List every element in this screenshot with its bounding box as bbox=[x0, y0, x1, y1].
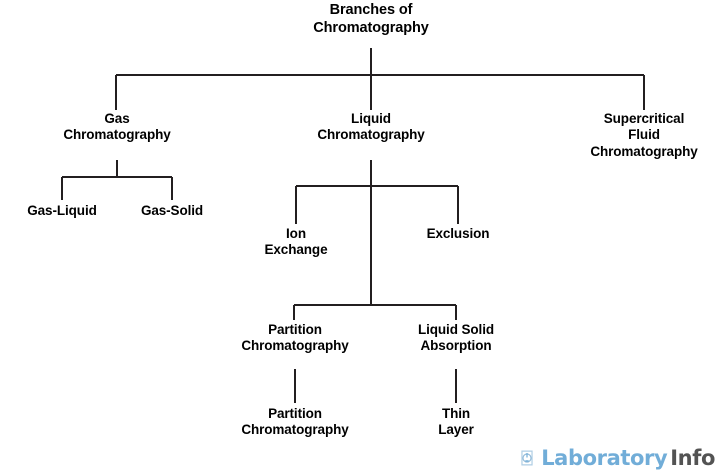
node-supercritical-fluid-chromatography: Supercritical Fluid Chromatography bbox=[590, 111, 698, 159]
node-gas-liquid: Gas-Liquid bbox=[27, 203, 97, 218]
flask-logo-icon bbox=[521, 450, 533, 466]
node-liquid-chromatography: Liquid Chromatography bbox=[317, 111, 425, 143]
node-ion-exchange: Ion Exchange bbox=[264, 226, 328, 258]
node-partition-chromatography-leaf: Partition Chromatography bbox=[241, 406, 349, 438]
node-exclusion: Exclusion bbox=[426, 226, 490, 241]
node-gas-chromatography: Gas Chromatography bbox=[63, 111, 171, 143]
node-thin-layer: Thin Layer bbox=[438, 406, 474, 438]
node-root: Branches of Chromatography bbox=[313, 2, 429, 36]
node-liquid-solid-absorption: Liquid Solid Absorption bbox=[417, 322, 495, 354]
watermark-brand-primary: Laboratory bbox=[541, 446, 668, 470]
node-partition-chromatography: Partition Chromatography bbox=[241, 322, 349, 354]
node-gas-solid: Gas-Solid bbox=[140, 203, 204, 218]
watermark-brand-secondary: Info bbox=[670, 446, 715, 470]
